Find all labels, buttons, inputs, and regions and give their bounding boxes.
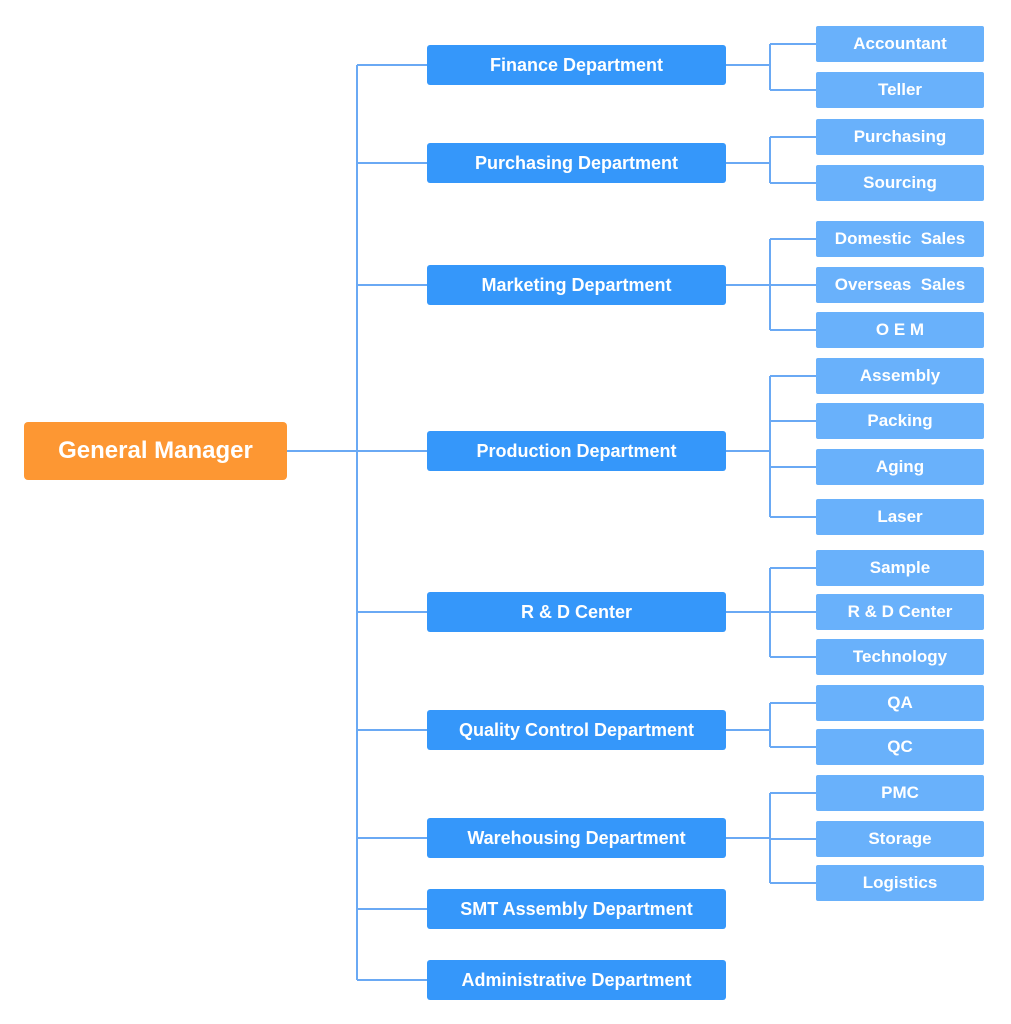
root-node-general-manager: General Manager [24, 422, 287, 480]
unit-node-warehousing-department-storage: Storage [816, 821, 984, 857]
dept-node-r-and-d-center: R & D Center [427, 592, 726, 632]
unit-node-quality-control-department-qa: QA [816, 685, 984, 721]
unit-node-production-department-aging: Aging [816, 449, 984, 485]
unit-node-warehousing-department-pmc: PMC [816, 775, 984, 811]
dept-node-marketing-department: Marketing Department [427, 265, 726, 305]
dept-node-quality-control-department: Quality Control Department [427, 710, 726, 750]
unit-node-r-and-d-center-technology: Technology [816, 639, 984, 675]
dept-node-production-department: Production Department [427, 431, 726, 471]
dept-node-administrative-department: Administrative Department [427, 960, 726, 1000]
dept-node-finance-department: Finance Department [427, 45, 726, 85]
unit-node-production-department-assembly: Assembly [816, 358, 984, 394]
unit-node-finance-department-accountant: Accountant [816, 26, 984, 62]
unit-node-purchasing-department-sourcing: Sourcing [816, 165, 984, 201]
dept-node-warehousing-department: Warehousing Department [427, 818, 726, 858]
unit-node-r-and-d-center-sample: Sample [816, 550, 984, 586]
unit-node-finance-department-teller: Teller [816, 72, 984, 108]
dept-node-purchasing-department: Purchasing Department [427, 143, 726, 183]
unit-node-marketing-department-o-e-m: O E M [816, 312, 984, 348]
unit-node-production-department-laser: Laser [816, 499, 984, 535]
unit-node-marketing-department-domestic-sales: Domestic Sales [816, 221, 984, 257]
unit-node-r-and-d-center-r-and-d-center: R & D Center [816, 594, 984, 630]
unit-node-marketing-department-overseas-sales: Overseas Sales [816, 267, 984, 303]
unit-node-warehousing-department-logistics: Logistics [816, 865, 984, 901]
unit-node-production-department-packing: Packing [816, 403, 984, 439]
unit-node-quality-control-department-qc: QC [816, 729, 984, 765]
unit-node-purchasing-department-purchasing: Purchasing [816, 119, 984, 155]
dept-node-smt-assembly-department: SMT Assembly Department [427, 889, 726, 929]
